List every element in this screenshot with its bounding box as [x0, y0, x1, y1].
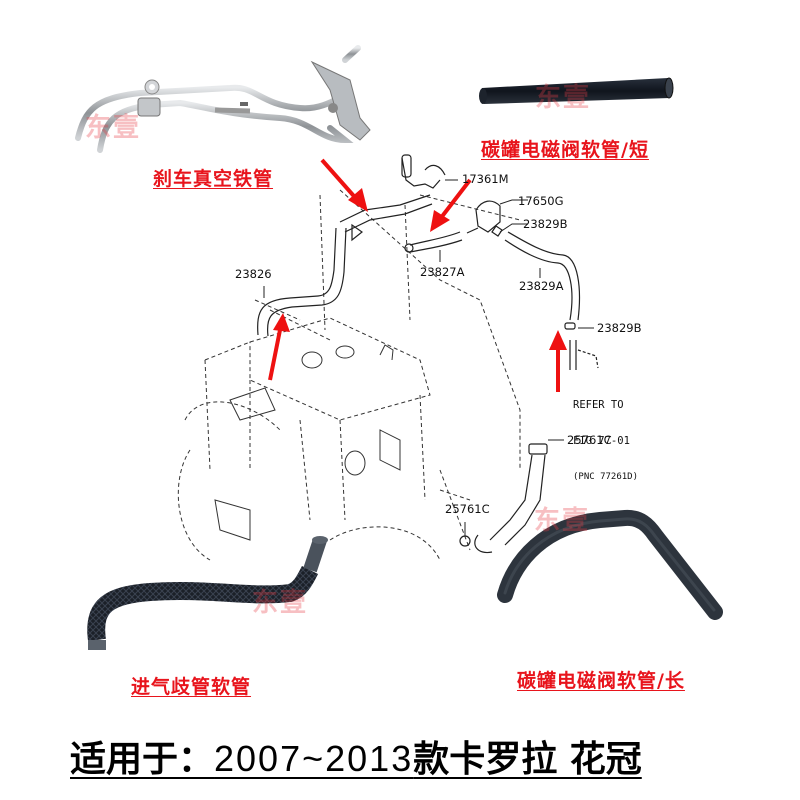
- watermark: 东壹: [534, 506, 591, 536]
- brake-vacuum-pipe-label: 刹车真空铁管: [153, 168, 274, 190]
- reference-note-line2: FIG 77-01: [573, 435, 630, 447]
- watermark: 东壹: [535, 83, 592, 113]
- red-arrows: [268, 158, 567, 392]
- canister-hose-short-label: 碳罐电磁阀软管/短: [481, 139, 649, 161]
- callout-17361M: 17361M: [462, 172, 509, 186]
- callout-23829B: 23829B: [597, 321, 642, 335]
- callout-23829A: 23829A: [519, 279, 564, 293]
- watermark: 东壹: [252, 588, 309, 618]
- reference-note-line3: (PNC 77261D): [573, 472, 639, 482]
- reference-note: REFER TO FIG 77-01 (PNC 77261D): [573, 375, 638, 495]
- leader-lines: [263, 179, 594, 536]
- callout-23827A: 23827A: [420, 265, 465, 279]
- watermark: 东壹: [85, 113, 142, 143]
- footer-years: 2007~2013: [214, 738, 414, 779]
- callout-17650G: 17650G: [518, 194, 564, 208]
- callout-23826: 23826: [235, 267, 272, 281]
- compatibility-footer: 适用于：2007~2013款卡罗拉 花冠: [70, 730, 642, 782]
- canister-hose-long-label: 碳罐电磁阀软管/长: [517, 670, 685, 692]
- engine-line-art: [177, 189, 521, 561]
- hose-line-art: [257, 154, 599, 554]
- intake-manifold-hose-label: 进气歧管软管: [131, 676, 252, 698]
- reference-note-line1: REFER TO: [573, 399, 624, 411]
- canister-hose-long-photo: [497, 509, 723, 620]
- callout-25761C: 25761C: [445, 502, 490, 516]
- callout-25761C: 25761C: [567, 433, 612, 447]
- callout-23829B: 23829B: [523, 217, 568, 231]
- intake-manifold-hose-photo: [87, 536, 328, 650]
- footer-suffix: 款卡罗拉 花冠: [413, 739, 642, 780]
- brake-vacuum-pipe-photo: [75, 45, 371, 153]
- footer-prefix: 适用于：: [70, 739, 215, 780]
- canister-hose-short-photo: [479, 77, 674, 104]
